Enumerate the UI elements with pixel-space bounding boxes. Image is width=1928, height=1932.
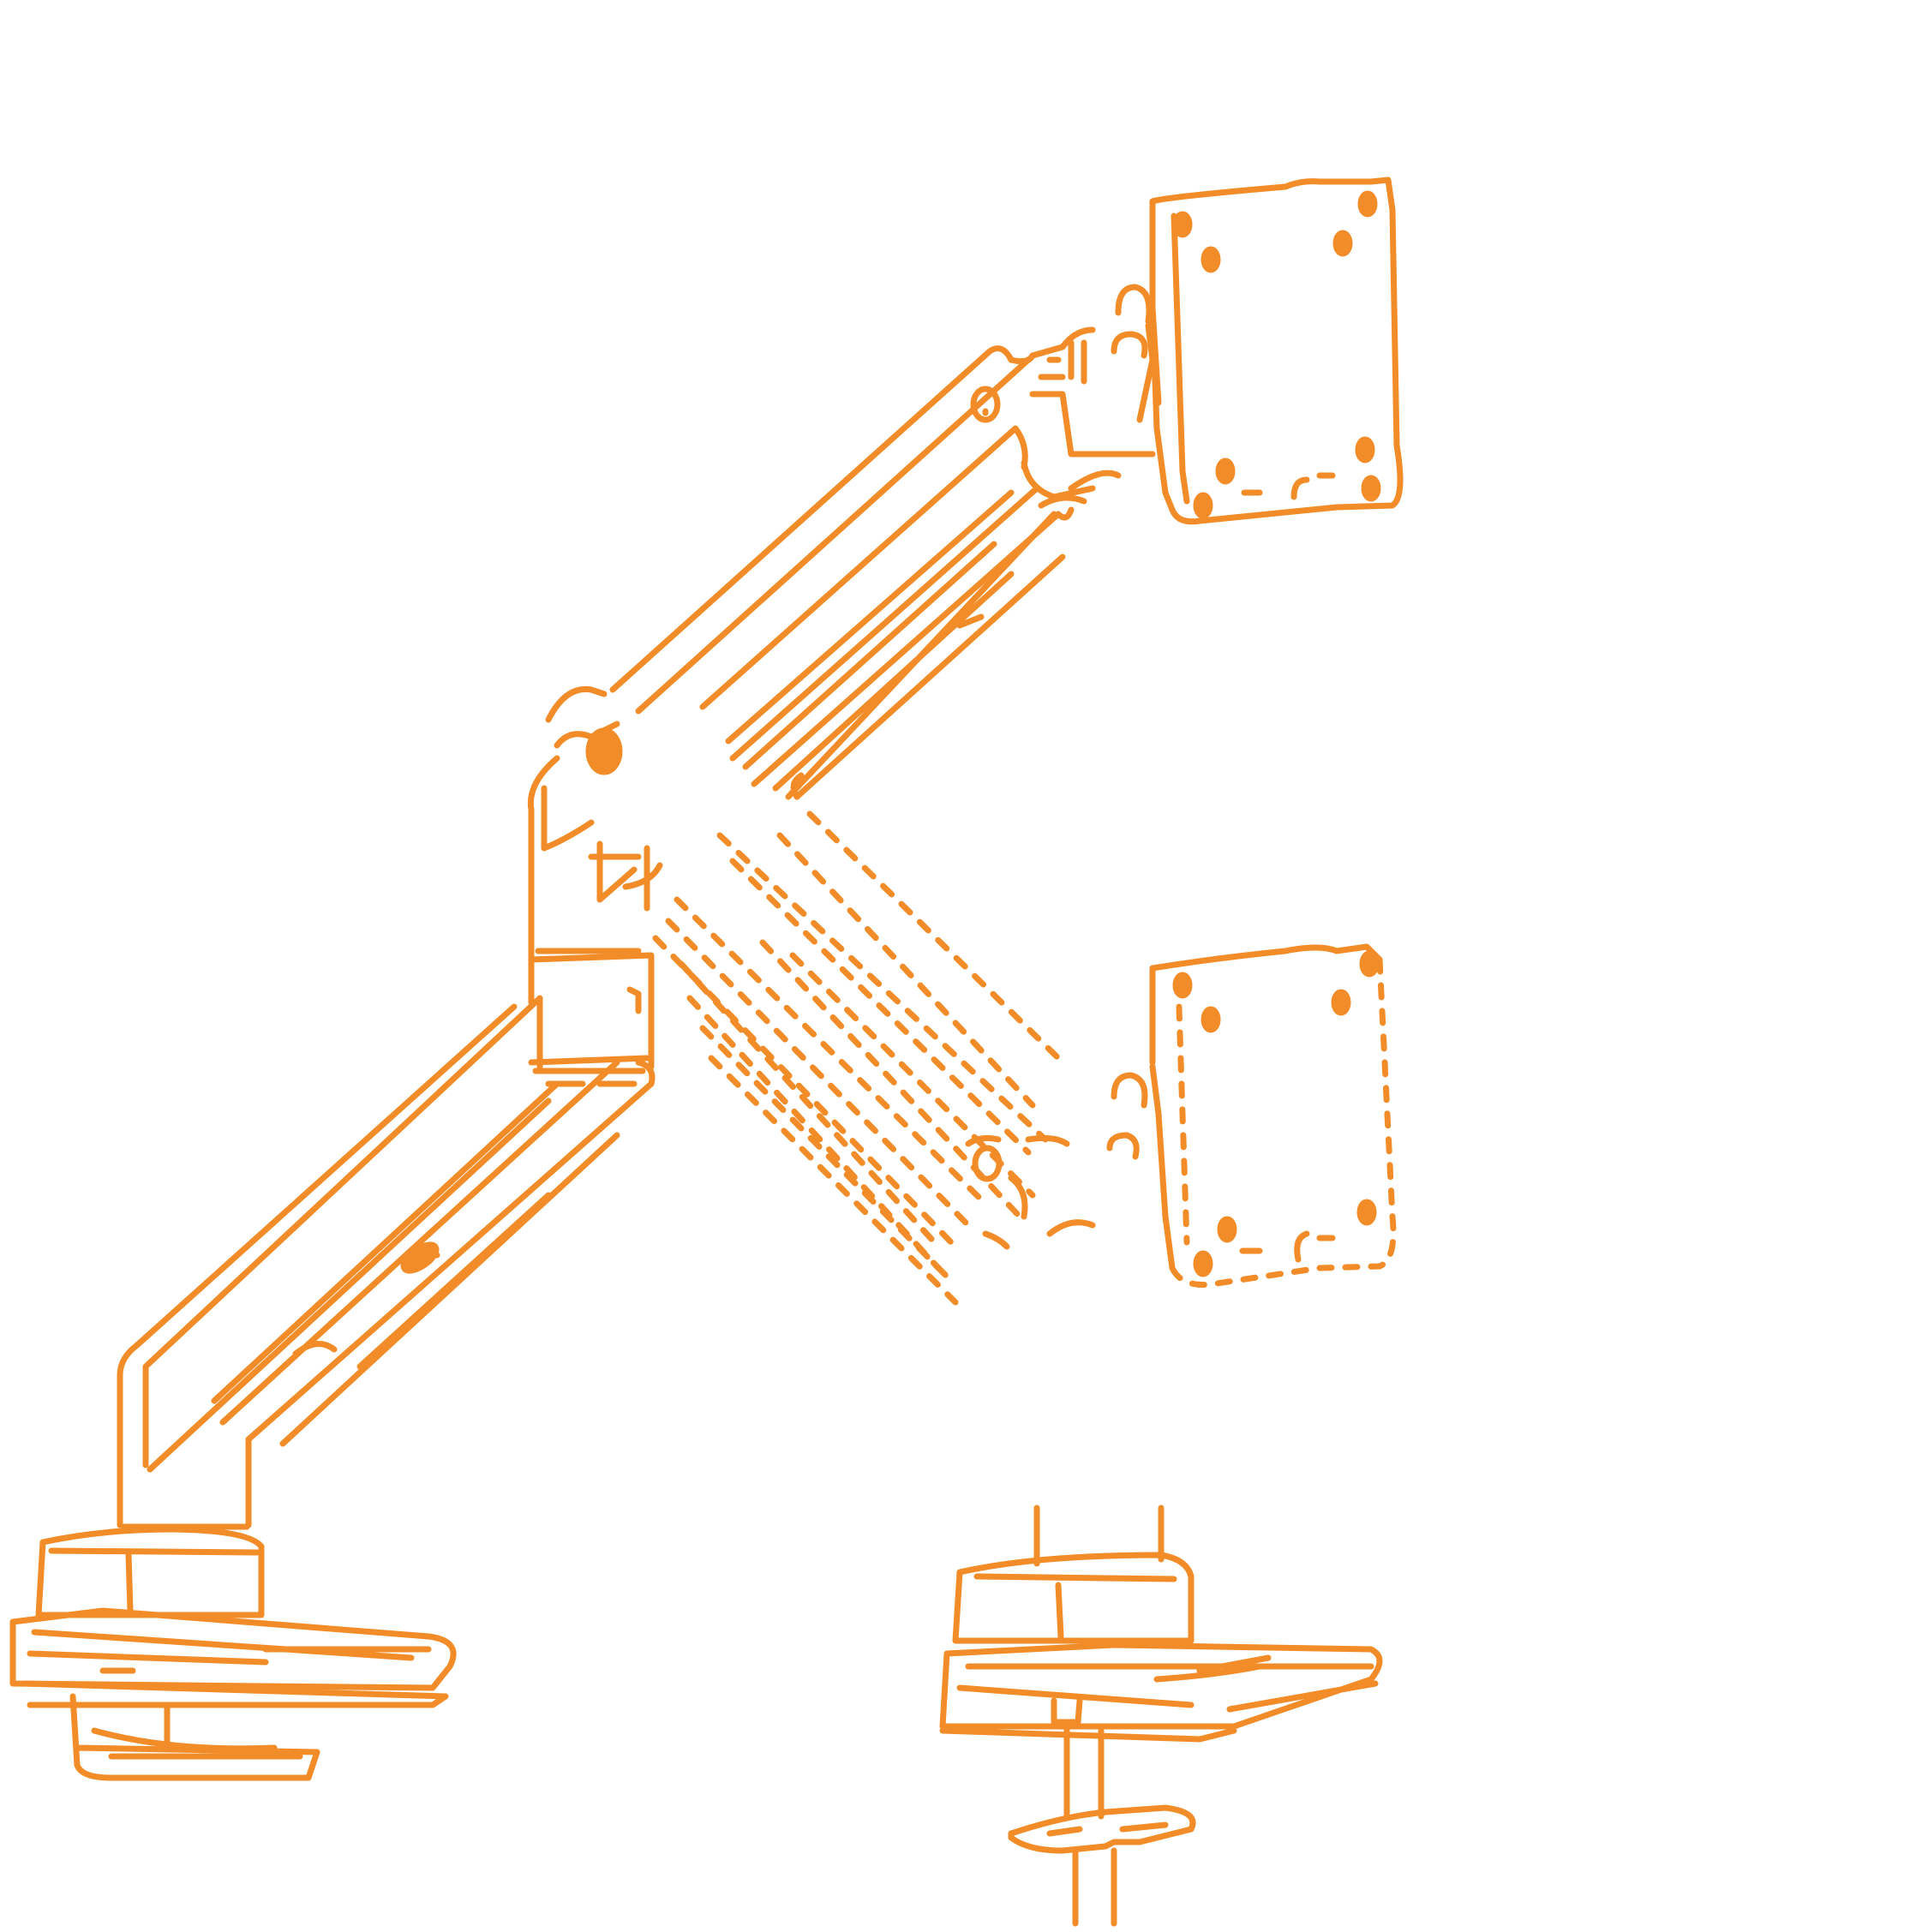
vesa-plate-lowered-dashed-icon [1149,943,1397,1288]
elbow-joint-icon [527,685,663,1087]
lower-arm-icon [134,995,656,1473]
upper-arm-lowered-dashed-icon [652,810,1062,1306]
upper-arm-raised-icon [609,284,1156,800]
grommet-mount-base-icon [939,1504,1383,1927]
lowered-arm-joint-icon [965,1072,1148,1250]
vesa-plate-raised-icon [1149,176,1404,525]
desk-clamp-base-icon [9,1526,457,1781]
vertical-pole-icon [117,1342,252,1530]
